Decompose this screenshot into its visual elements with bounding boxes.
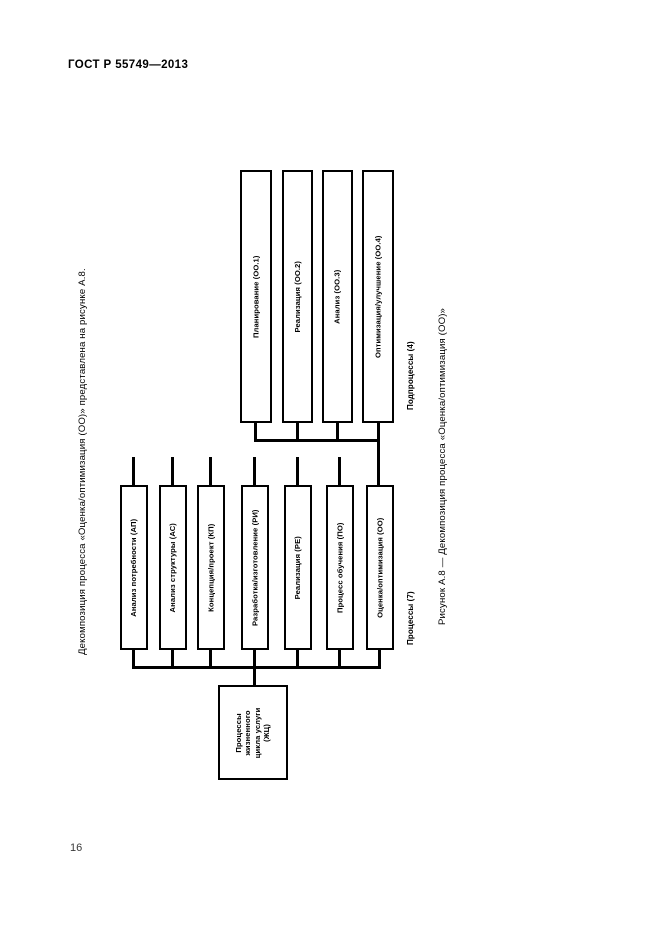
band-label-subprocesses: Подпроцессы (4)	[406, 341, 415, 410]
connector-process-1-stub	[132, 457, 135, 485]
band-label-processes: Процессы (7)	[406, 591, 415, 645]
node-label: Разработка/изготовление (РИ)	[250, 509, 260, 626]
node-label: Процесс обучения (ПО)	[335, 522, 345, 613]
connector-subprocess-3-stub	[336, 423, 339, 441]
node-process-2[interactable]: Анализ структуры (АС)	[159, 485, 187, 650]
connector-subprocess-to-oo	[377, 439, 380, 485]
process-decomposition-diagram: Планирование (ОО.1) Реализация (ОО.2) Ан…	[110, 160, 440, 780]
connector-process-5-stub	[296, 457, 299, 485]
node-root-lifecycle[interactable]: Процессы жизненного цикла услуги (ЖЦ)	[218, 685, 288, 780]
node-label: Реализация (РЕ)	[293, 535, 303, 600]
node-label: Анализ структуры (АС)	[168, 522, 178, 613]
node-subprocess-1[interactable]: Планирование (ОО.1)	[240, 170, 272, 423]
node-label: Оптимизация/улучшение (ОО.4)	[373, 235, 383, 358]
connector-process-2-down	[171, 650, 174, 668]
node-process-3[interactable]: Концепция/проект (КП)	[197, 485, 225, 650]
connector-process-3-stub	[209, 457, 212, 485]
connector-process-6-down	[338, 650, 341, 668]
connector-subprocess-bus	[254, 439, 380, 442]
standard-header: ГОСТ Р 55749—2013	[68, 59, 189, 71]
node-process-1[interactable]: Анализ потребности (АП)	[120, 485, 148, 650]
connector-process-5-down	[296, 650, 299, 668]
connector-subprocess-4-stub	[377, 423, 380, 454]
node-process-4[interactable]: Разработка/изготовление (РИ)	[241, 485, 269, 650]
connector-process-1-down	[132, 650, 135, 668]
page-number: 16	[70, 842, 83, 854]
node-process-7[interactable]: Оценка/оптимизация (ОО)	[366, 485, 394, 650]
connector-process-6-stub	[338, 457, 341, 485]
node-label: Процессы жизненного цикла услуги (ЖЦ)	[234, 707, 272, 758]
connector-process-2-stub	[171, 457, 174, 485]
node-subprocess-4[interactable]: Оптимизация/улучшение (ОО.4)	[362, 170, 394, 423]
node-label: Концепция/проект (КП)	[206, 523, 216, 612]
node-label: Реализация (ОО.2)	[292, 260, 302, 333]
node-label: Анализ (ОО.3)	[332, 269, 342, 324]
node-label: Оценка/оптимизация (ОО)	[375, 517, 385, 618]
node-label: Планирование (ОО.1)	[251, 255, 261, 338]
intro-paragraph: Декомпозиция процесса «Оценка/оптимизаци…	[77, 268, 88, 655]
node-subprocess-3[interactable]: Анализ (ОО.3)	[322, 170, 353, 423]
connector-subprocess-1-stub	[254, 423, 257, 441]
node-process-5[interactable]: Реализация (РЕ)	[284, 485, 312, 650]
node-subprocess-2[interactable]: Реализация (ОО.2)	[282, 170, 313, 423]
node-label: Анализ потребности (АП)	[129, 518, 139, 617]
connector-process-bus	[132, 666, 381, 669]
connector-process-3-down	[209, 650, 212, 668]
node-process-6[interactable]: Процесс обучения (ПО)	[326, 485, 354, 650]
connector-process-7-down	[378, 650, 381, 668]
connector-subprocess-2-stub	[296, 423, 299, 441]
connector-process-4-stub	[253, 457, 256, 485]
